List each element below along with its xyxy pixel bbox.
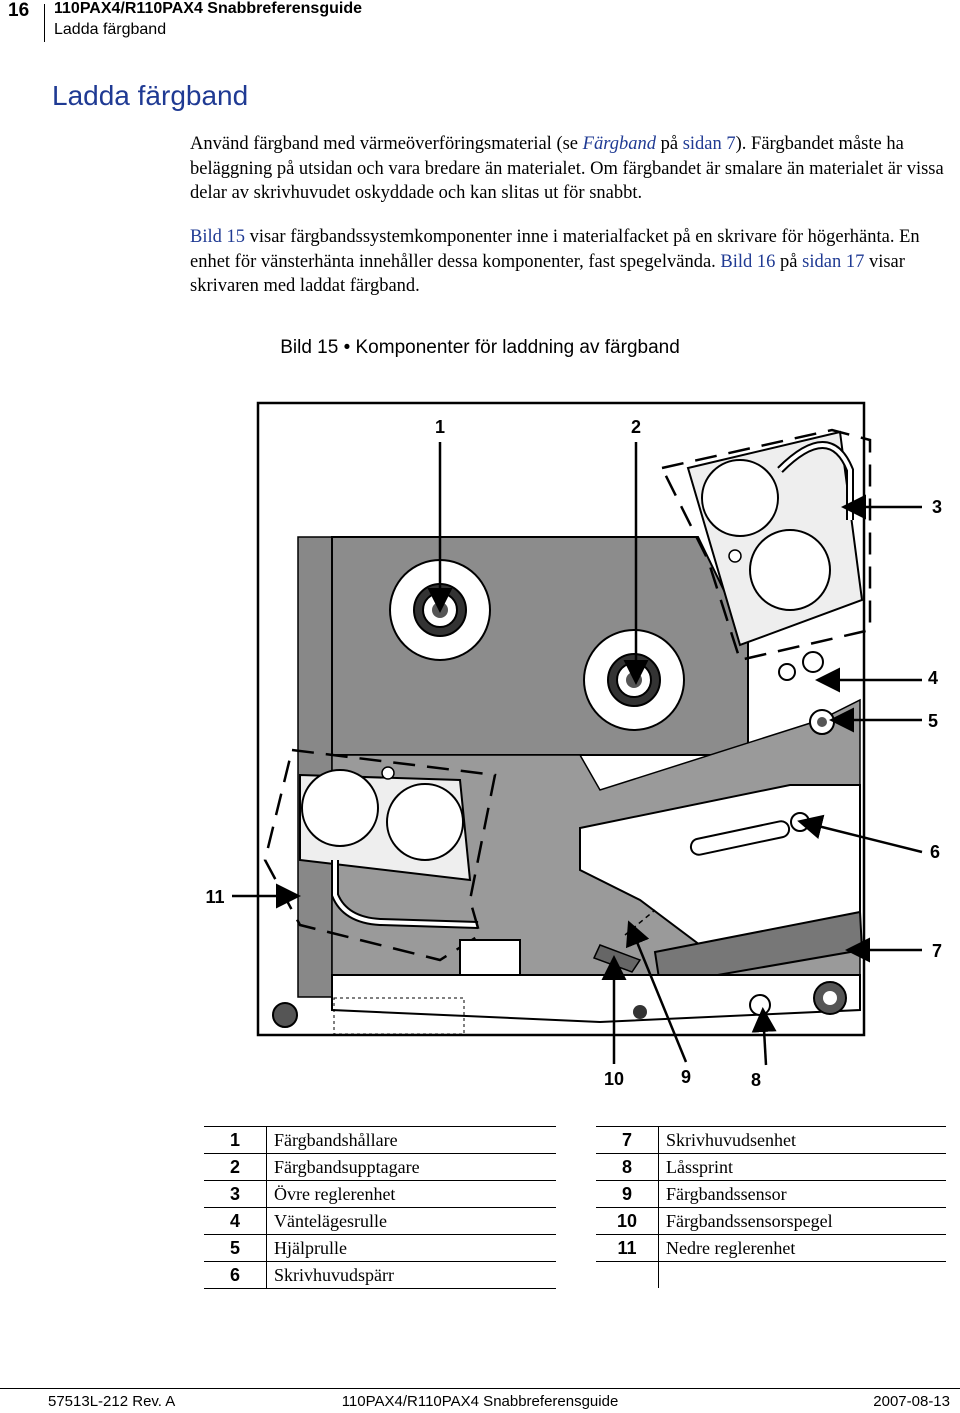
legend-number: 3 (204, 1180, 267, 1208)
callout-7: 7 (932, 941, 942, 961)
idler-roller (809, 709, 835, 735)
intro-paragraph: Använd färgband med värmeöverföringsmate… (190, 132, 950, 206)
callout-6: 6 (930, 842, 940, 862)
base-assembly (272, 939, 861, 1035)
table-row: 4 Väntelägesrulle (204, 1207, 556, 1235)
ribbon-components-illustration: 1 2 3 4 5 6 7 8 9 10 11 (205, 401, 942, 1090)
legend-number: 1 (204, 1126, 267, 1154)
link-bild-16[interactable]: Bild 16 (720, 251, 776, 272)
table-row: 1 Färgbandshållare (204, 1126, 556, 1154)
standby-roller (778, 651, 824, 681)
legend-number: 8 (596, 1153, 659, 1181)
legend-number: 10 (596, 1207, 659, 1235)
side-panel (297, 536, 333, 998)
callout-line-6 (797, 814, 923, 854)
ribbon-plate (331, 536, 749, 756)
table-row: 8 Låssprint (596, 1153, 946, 1181)
table-row: 10 Färgbandssensorspegel (596, 1207, 946, 1235)
footer-doc-title: 110PAX4/R110PAX4 Snabbreferensguide (341, 1393, 619, 1410)
lower-dancer-assembly (299, 766, 479, 929)
legend-number: 9 (596, 1180, 659, 1208)
table-row: 11 Nedre reglerenhet (596, 1234, 946, 1262)
legend-number-empty (596, 1261, 659, 1288)
text: på (775, 251, 803, 272)
legend-label: Väntelägesrulle (274, 1211, 387, 1231)
legend-label: Skrivhuvudsenhet (666, 1130, 796, 1150)
table-row: 5 Hjälprulle (204, 1234, 556, 1262)
legend-label-empty (659, 1262, 947, 1289)
footer-doc-number: 57513L-212 Rev. A (48, 1393, 176, 1410)
callout-line-8 (751, 1007, 777, 1066)
legend-label: Nedre reglerenhet (666, 1238, 796, 1258)
table-row-empty (596, 1261, 947, 1289)
callout-5: 5 (928, 711, 938, 731)
header-doc-title: 110PAX4/R110PAX4 Snabbreferensguide (54, 0, 362, 17)
legend-number: 7 (596, 1126, 659, 1154)
legend-label: Låssprint (666, 1157, 733, 1177)
callout-line-9 (625, 920, 688, 1063)
legend-label: Övre reglerenhet (274, 1184, 396, 1204)
legend-label: Skrivhuvudspärr (274, 1265, 394, 1285)
legend-label: Färgbandsupptagare (274, 1157, 420, 1177)
legend-number: 6 (204, 1261, 267, 1289)
upper-dancer-outline (660, 428, 872, 662)
legend-label: Färgbandssensor (666, 1184, 787, 1204)
callout-3: 3 (932, 497, 942, 517)
legend-label: Färgbandshållare (274, 1130, 398, 1150)
header-divider (44, 4, 45, 42)
ribbon-takeup-spindle (583, 629, 685, 731)
header-section: Ladda färgband (54, 21, 167, 38)
legend-number: 5 (204, 1234, 267, 1262)
figure-caption: Bild 15 • Komponenter för laddning av fä… (280, 337, 680, 358)
callout-10: 10 (604, 1069, 624, 1089)
table-row: 7 Skrivhuvudsenhet (596, 1126, 946, 1154)
legend-number: 4 (204, 1207, 267, 1235)
figure-description-paragraph: Bild 15 visar färgbandssystemkomponenter… (190, 225, 950, 299)
callout-1: 1 (435, 417, 445, 437)
callout-9: 9 (681, 1067, 691, 1087)
legend-number: 11 (596, 1234, 659, 1262)
legend-label: Färgbandssensorspegel (666, 1211, 833, 1231)
link-fargband[interactable]: Färgband (582, 134, 656, 154)
link-sidan-17[interactable]: sidan 17 (802, 251, 865, 272)
table-row: 2 Färgbandsupptagare (204, 1153, 556, 1181)
text: visar skrivaren med laddat färgband. (190, 251, 905, 297)
table-row: 6 Skrivhuvudspärr (204, 1261, 556, 1289)
link-sidan-7[interactable]: sidan 7 (682, 134, 736, 154)
footer-divider (0, 1388, 960, 1389)
page-number: 16 (8, 0, 30, 21)
legend-label: Hjälprulle (274, 1238, 347, 1258)
text: Använd färgband med värmeöverföringsmate… (190, 134, 583, 154)
link-bild-15[interactable]: Bild 15 (190, 227, 245, 247)
section-title: Ladda färgband (52, 80, 249, 111)
text: visar färgbandssystemkomponenter inne i … (190, 227, 920, 272)
callout-11: 11 (205, 887, 224, 907)
footer-date: 2007-08-13 (873, 1393, 950, 1410)
callout-8: 8 (751, 1070, 761, 1090)
text: på (655, 134, 683, 154)
legend-number: 2 (204, 1153, 267, 1181)
upper-dancer-assembly (686, 430, 864, 647)
table-row: 3 Övre reglerenhet (204, 1180, 556, 1208)
callout-4: 4 (928, 668, 938, 688)
printhead-assembly (579, 784, 864, 987)
table-row: 9 Färgbandssensor (596, 1180, 946, 1208)
callout-2: 2 (631, 417, 641, 437)
text: ). Färgbandet måste ha beläggning på uts… (190, 134, 944, 203)
